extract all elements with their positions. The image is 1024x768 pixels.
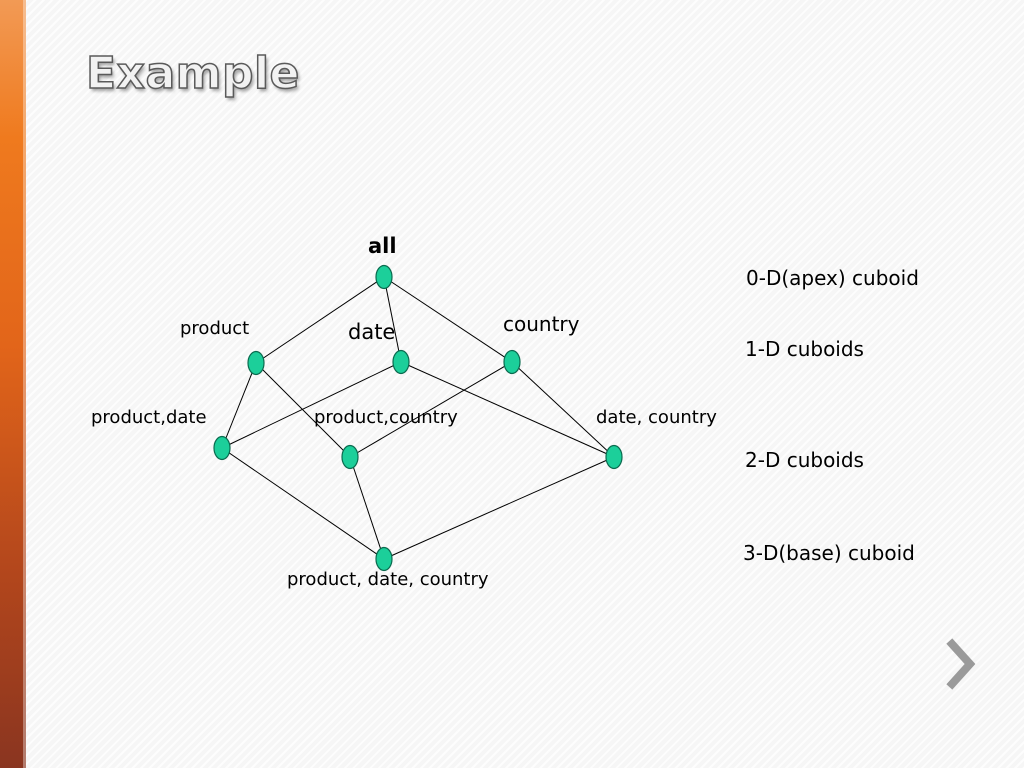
edge-all-country bbox=[383, 276, 513, 363]
edge-product-productcountry bbox=[255, 362, 351, 458]
node-product bbox=[247, 350, 265, 376]
edge-productdate-base bbox=[221, 447, 385, 560]
chevron-right-icon bbox=[946, 638, 976, 690]
edge-datecountry-base bbox=[383, 456, 615, 560]
next-slide-button[interactable] bbox=[940, 636, 984, 692]
side-accent-bar bbox=[0, 0, 26, 768]
node-label-product-country: product,country bbox=[314, 407, 458, 428]
node-product-country bbox=[341, 444, 359, 470]
edge-all-product bbox=[255, 276, 385, 364]
level-label-3d: 3-D(base) cuboid bbox=[743, 541, 915, 565]
node-product-date-country bbox=[375, 546, 393, 572]
edge-date-productdate bbox=[221, 361, 402, 449]
node-date-country bbox=[605, 444, 623, 470]
edge-country-datecountry bbox=[511, 361, 615, 458]
edge-date-datecountry bbox=[400, 361, 615, 458]
node-all bbox=[375, 264, 393, 290]
node-label-all: all bbox=[368, 234, 397, 258]
node-label-product-date: product,date bbox=[91, 407, 207, 428]
node-label-product: product bbox=[180, 318, 250, 339]
edge-all-date bbox=[383, 276, 402, 363]
node-label-country: country bbox=[503, 312, 580, 336]
lattice-nodes bbox=[213, 264, 623, 572]
edge-country-productcountry bbox=[349, 361, 513, 458]
level-label-2d: 2-D cuboids bbox=[745, 448, 864, 472]
node-label-product-date-country: product, date, country bbox=[287, 569, 489, 590]
node-product-date bbox=[213, 435, 231, 461]
node-country bbox=[503, 349, 521, 375]
edge-product-productdate bbox=[221, 362, 257, 449]
edge-productcountry-base bbox=[349, 456, 385, 560]
node-label-date-country: date, country bbox=[596, 407, 717, 428]
level-label-0d: 0-D(apex) cuboid bbox=[746, 266, 919, 290]
node-date bbox=[392, 349, 410, 375]
level-label-1d: 1-D cuboids bbox=[745, 337, 864, 361]
node-label-date: date bbox=[348, 320, 396, 344]
slide-title: Example bbox=[85, 48, 300, 99]
lattice-edges bbox=[221, 276, 615, 560]
